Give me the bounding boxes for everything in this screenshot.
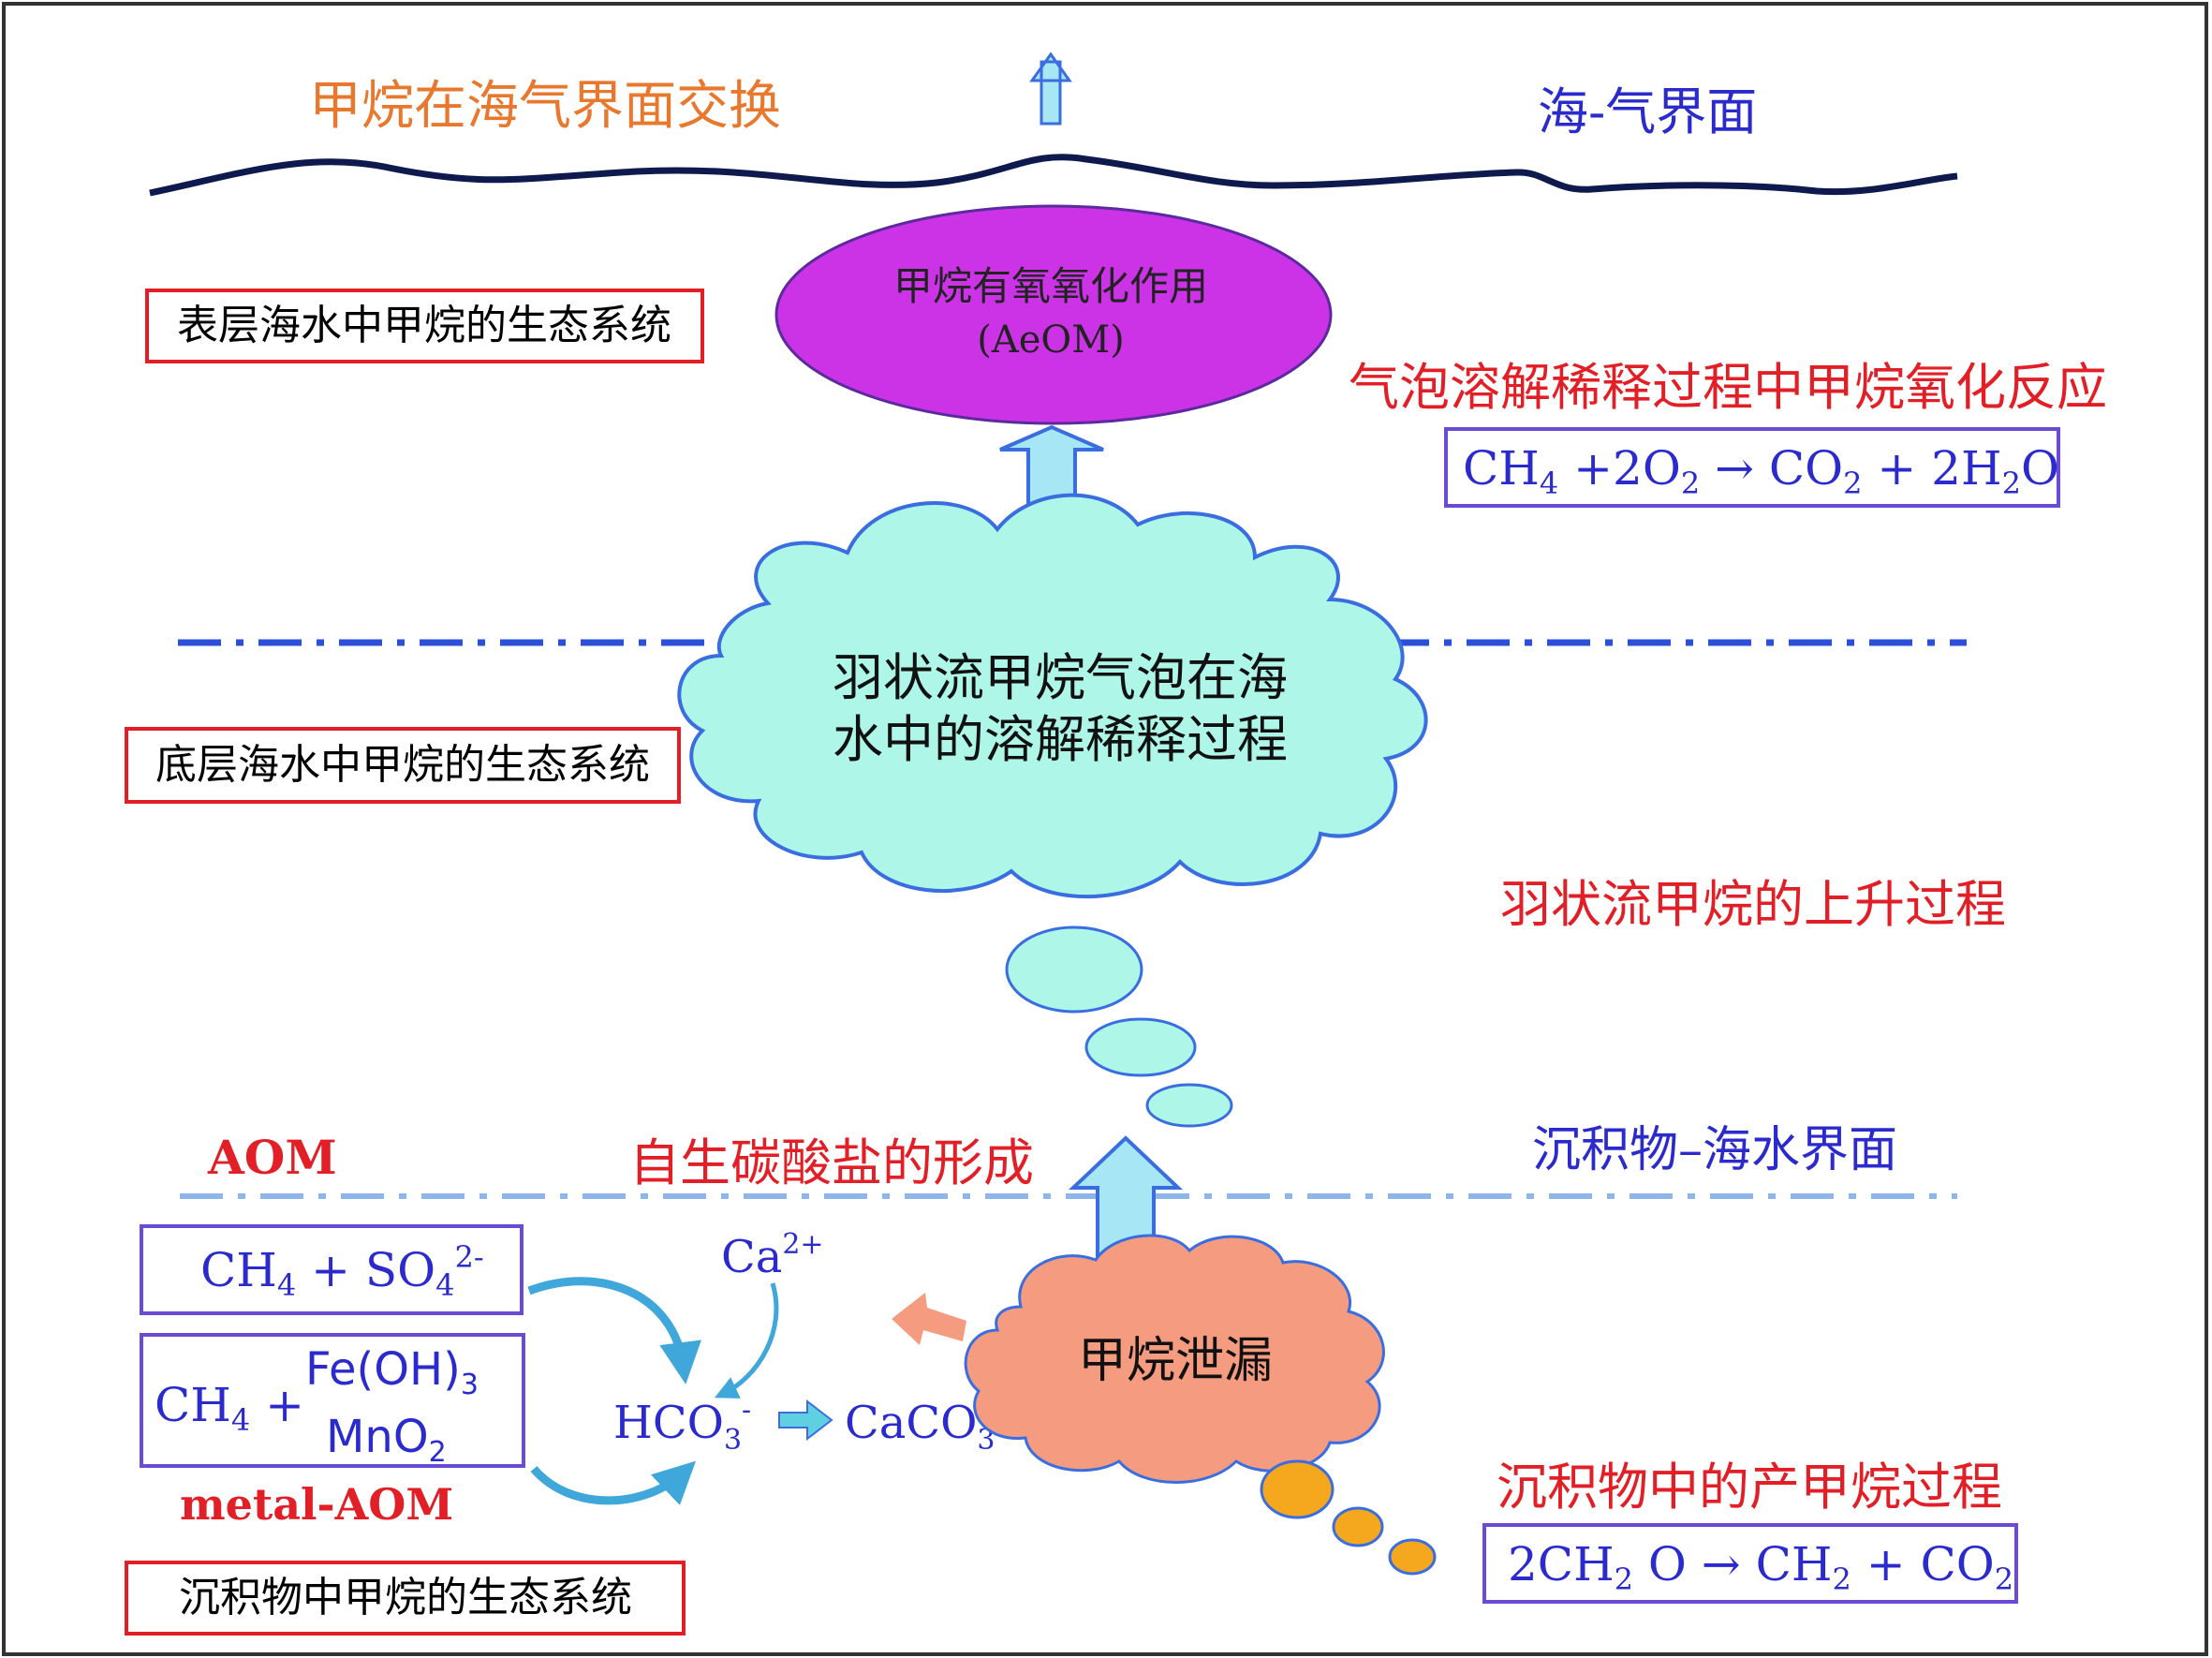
- gas-bubble-large: [1260, 1459, 1335, 1519]
- curve-arrow-metal-to-hco3: [530, 1460, 697, 1505]
- sea-air-exchange-label: 甲烷在海气界面交换: [309, 76, 781, 137]
- top-up-arrow: [1029, 52, 1072, 126]
- methanogenesis-equation-box: [1482, 1523, 2018, 1604]
- bottom-ecosystem-box: [125, 727, 681, 804]
- gas-bubble-small: [1388, 1538, 1437, 1576]
- aom-label: AOM: [207, 1130, 337, 1185]
- bicarbonate-to-carbonate-arrow: [778, 1399, 833, 1442]
- aerobic-equation: CH4 +2O2 → CO2 + 2H2O: [1463, 441, 2059, 501]
- curve-arrow-ca-to-hco3: [714, 1282, 779, 1399]
- surface-ecosystem-label: 表层海水中甲烷的生态系统: [177, 302, 671, 349]
- aom-sulfate-equation: CH4 + SO42-: [200, 1239, 484, 1303]
- aeom-label-line1: 甲烷有氧氧化作用: [893, 263, 1208, 309]
- methane-leak-cloud: [964, 1234, 1385, 1484]
- sediment-ecosystem-label: 沉积物中甲烷的生态系统: [179, 1574, 632, 1621]
- rising-bubble-large: [1005, 925, 1143, 1014]
- aerobic-equation-box: [1444, 427, 2060, 508]
- methanogenesis-label: 沉积物中的产甲烷过程: [1497, 1458, 2002, 1517]
- surface-ecosystem-box: [145, 289, 704, 363]
- rising-bubble-medium: [1084, 1017, 1197, 1077]
- rising-bubble-small: [1145, 1083, 1233, 1128]
- aom-sulfate-equation-box: [140, 1224, 524, 1315]
- plume-rise-label: 羽状流甲烷的上升过程: [1500, 875, 2006, 934]
- bottom-ecosystem-label: 底层海水中甲烷的生态系统: [155, 741, 650, 789]
- metal-aom-label: metal-AOM: [180, 1479, 453, 1530]
- methanogenesis-equation: 2CH2 O → CH2 + CO2: [1508, 1537, 2013, 1597]
- bubble-oxidation-label: 气泡溶解稀释过程中甲烷氧化反应: [1349, 358, 2107, 417]
- aeom-label-line2: (AeOM): [977, 318, 1125, 362]
- leak-left-arrow: [892, 1293, 966, 1345]
- metal-aom-oxidant-iron: Fe(OH)3: [305, 1343, 479, 1401]
- plume-cloud-line2: 水中的溶解稀释过程: [833, 710, 1288, 769]
- plume-cloud-line1: 羽状流甲烷气泡在海: [833, 648, 1288, 707]
- curve-arrow-sulfate-to-hco3: [527, 1277, 701, 1384]
- aeom-ellipse: [774, 204, 1333, 425]
- gas-bubble-medium: [1332, 1506, 1384, 1547]
- sea-surface-wave: [149, 154, 1958, 197]
- plume-cloud: [677, 493, 1428, 899]
- bicarbonate-ion: HCO3-: [613, 1394, 751, 1457]
- sediment-ecosystem-box: [125, 1561, 686, 1636]
- authigenic-carbonate-label: 自生碳酸盐的形成: [629, 1133, 1034, 1192]
- metal-aom-oxidant-manganese: MnO2: [326, 1411, 447, 1469]
- sea-air-interface-label: 海-气界面: [1538, 82, 1757, 141]
- calcium-carbonate: CaCO3: [845, 1397, 995, 1457]
- metal-aom-equation-left: CH4 +: [155, 1378, 304, 1438]
- methane-leak-label: 甲烷泄漏: [1078, 1333, 1273, 1389]
- calcium-ion: Ca2+: [721, 1228, 824, 1283]
- sediment-water-interface-label: 沉积物–海水界面: [1532, 1122, 1897, 1178]
- metal-aom-equation-box: [140, 1333, 525, 1468]
